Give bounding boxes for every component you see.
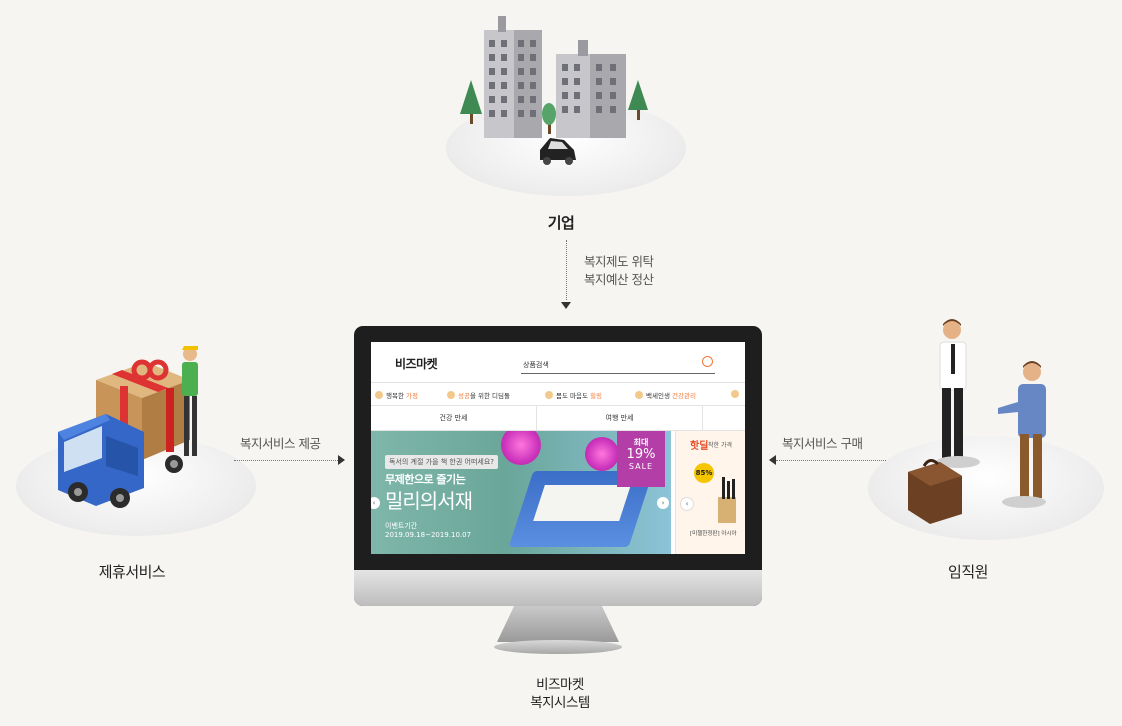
monitor-stand: [497, 606, 619, 642]
employee-flow-line: [776, 460, 886, 461]
hotdeal-title: 핫딜: [690, 441, 709, 452]
partner-label: 제휴서비스: [98, 563, 166, 581]
smile-icon: [447, 391, 455, 399]
company-flow-arrow: [561, 302, 571, 309]
banner-prev-icon[interactable]: ‹: [371, 497, 380, 509]
search-placeholder: 상품검색: [523, 361, 549, 369]
company-buildings-illustration: [460, 16, 648, 165]
company-label: 기업: [547, 214, 575, 232]
partner-flow-text: 복지서비스 제공: [240, 436, 321, 451]
sale-badge: 최대 19% SALE: [617, 431, 665, 487]
partner-flow-arrow: [338, 455, 345, 465]
promo-banner[interactable]: 독서의 계절 가을 책 한권 어떠세요? 무제한으로 즐기는 밀리의서재 이벤트…: [371, 431, 671, 554]
category-more-icon[interactable]: [731, 390, 742, 399]
smile-icon: [375, 391, 383, 399]
system-label-line1: 비즈마켓: [536, 677, 584, 693]
website-screen: 비즈마켓 상품검색 행복한 가정 성공을 위한 디딤돌 몸도 마음도 힐링 백세…: [371, 342, 745, 554]
banner-headline: 무제한으로 즐기는: [385, 473, 466, 486]
banner-period-label: 이벤트기간: [385, 522, 418, 530]
category-item[interactable]: 백세인생 건강관리: [635, 390, 696, 400]
hotdeal-panel[interactable]: 핫딜 착한 가격 85% ‹ [미첼한정판] 아시아: [675, 431, 745, 554]
hotdeal-subtitle: 착한 가격: [708, 442, 732, 449]
site-search-input[interactable]: 상품검색: [521, 356, 715, 374]
employees-handshake-illustration: [908, 319, 1046, 524]
hotdeal-prev-icon[interactable]: ‹: [680, 497, 694, 511]
product-name: [미첼한정판] 아시아: [690, 531, 737, 537]
tab-health[interactable]: 건강 만세: [371, 406, 537, 430]
tab-travel[interactable]: 여행 만세: [537, 406, 703, 430]
banner-tag: 독서의 계절 가을 책 한권 어떠세요?: [385, 455, 499, 469]
system-label: 비즈마켓 복지시스템: [508, 676, 612, 712]
flower-decoration: [501, 431, 541, 465]
category-item[interactable]: 성공을 위한 디딤돌: [447, 390, 510, 400]
theme-tabs: 건강 만세 여행 만세: [371, 406, 745, 431]
company-flow-text-1: 복지제도 위탁: [584, 254, 654, 269]
employee-flow-text: 복지서비스 구매: [782, 436, 863, 451]
book-decoration: [533, 485, 631, 521]
banner-title: 밀리의서재: [385, 489, 473, 513]
company-flow-text-2: 복지예산 정산: [584, 272, 654, 287]
smile-icon: [635, 391, 643, 399]
company-flow-line: [566, 240, 567, 300]
category-bar: 행복한 가정 성공을 위한 디딤돌 몸도 마음도 힐링 백세인생 건강관리: [371, 383, 745, 406]
employee-label: 임직원: [948, 563, 988, 581]
employee-platform: [868, 436, 1104, 540]
banner-next-icon[interactable]: ›: [657, 497, 669, 509]
smile-icon: [545, 391, 553, 399]
monitor-chin: [354, 570, 762, 606]
employee-flow-arrow: [769, 455, 776, 465]
banner-period: 2019.09.18~2019.10.07: [385, 531, 472, 539]
monitor-stand-base: [494, 640, 622, 654]
discount-badge: 85%: [694, 463, 714, 483]
partner-flow-line: [234, 460, 338, 461]
knife-set-image: [718, 477, 736, 523]
system-label-line2: 복지시스템: [530, 695, 590, 711]
search-icon[interactable]: [702, 356, 713, 367]
site-header: 비즈마켓 상품검색: [371, 342, 745, 383]
category-item[interactable]: 행복한 가정: [375, 390, 418, 400]
category-item[interactable]: 몸도 마음도 힐링: [545, 390, 602, 400]
site-logo[interactable]: 비즈마켓: [395, 357, 438, 371]
flower-decoration: [585, 437, 619, 471]
delivery-truck-illustration: [58, 346, 198, 508]
